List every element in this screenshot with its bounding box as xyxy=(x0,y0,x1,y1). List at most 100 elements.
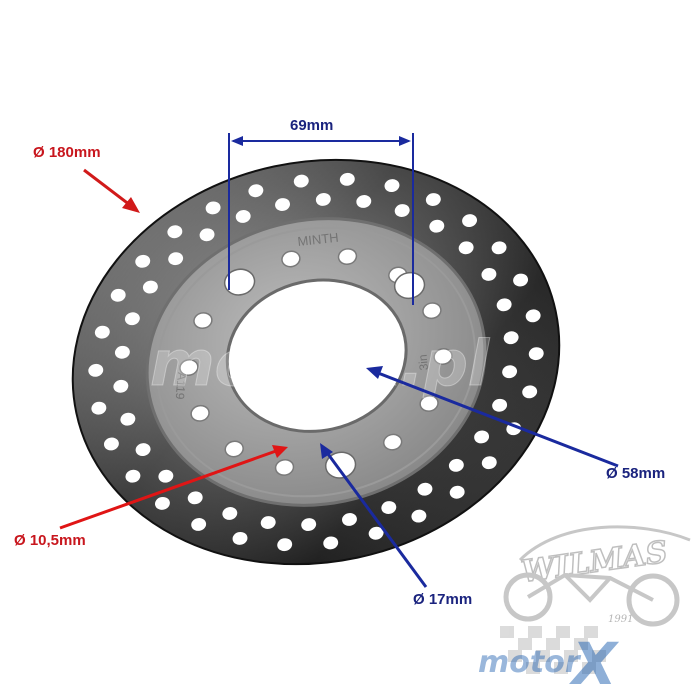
rotor-hole xyxy=(91,401,107,415)
rotor-hole xyxy=(142,280,158,294)
disc-part-right-marking: 3in xyxy=(416,354,431,371)
rotor-hole xyxy=(491,241,507,255)
rotor-hole xyxy=(235,210,251,223)
brake-disc xyxy=(71,158,561,566)
rotor-hole xyxy=(356,195,372,208)
checker-square xyxy=(546,638,560,650)
disc-part-left-marking: A119 xyxy=(173,372,189,401)
rotor-hole xyxy=(394,204,410,217)
rotor-hole xyxy=(248,184,264,198)
rotor-hole xyxy=(232,531,248,545)
checker-square xyxy=(528,626,542,638)
checker-square xyxy=(582,662,596,674)
rotor-hole xyxy=(323,536,339,550)
rotor-hole xyxy=(120,412,136,426)
bolt-spacing-label: 69mm xyxy=(290,117,333,134)
rotor-hole xyxy=(492,398,508,412)
rotor-hole xyxy=(458,241,474,255)
rotor-holes xyxy=(88,172,544,552)
rotor-hole xyxy=(205,201,221,215)
hub-holes xyxy=(179,248,453,479)
rotor-hole xyxy=(513,273,529,287)
rotor-hole xyxy=(411,509,427,523)
rotor-hole xyxy=(191,518,207,531)
rotor-hole xyxy=(168,252,184,266)
disc-brand-marking: MINTH xyxy=(297,230,340,249)
small-hole-label: Ø 10,5mm xyxy=(14,532,86,549)
rotor-hole xyxy=(448,458,464,472)
checker-square xyxy=(574,638,588,650)
logo-swoosh xyxy=(518,525,691,562)
rotor-hole xyxy=(135,254,151,268)
logo-wheel-right xyxy=(626,573,680,627)
hub-hole xyxy=(337,248,358,266)
hub-hole xyxy=(419,394,439,412)
center-bore-label: Ø 58mm xyxy=(606,465,665,482)
motorx-logo: motor X xyxy=(478,626,620,698)
rotor-hole xyxy=(522,385,538,399)
rotor-hole xyxy=(103,437,119,451)
center-bore-arrow xyxy=(366,366,619,468)
small-hole-arrow xyxy=(59,445,288,530)
rotor-hole xyxy=(277,538,293,552)
checker-square xyxy=(554,662,568,674)
checker-square xyxy=(508,650,522,662)
checker-square xyxy=(564,650,578,662)
rotor-edge xyxy=(71,158,561,566)
checker-square xyxy=(592,650,606,662)
watermark-center-text: motorx.pl xyxy=(150,327,490,400)
logo-motor: motor xyxy=(478,645,582,680)
rotor-hole xyxy=(502,365,518,379)
rotor-hole xyxy=(496,298,512,312)
dimension-arrow-right xyxy=(399,136,411,146)
rotor-hole xyxy=(158,469,174,483)
wilmas-logo: WILMAS 1991 xyxy=(503,525,691,627)
bolt-spacing-dimension xyxy=(228,133,414,305)
logo-x: X xyxy=(569,630,620,698)
rotor-hole xyxy=(154,496,170,510)
rotor-hole xyxy=(260,516,276,529)
rotor-hole xyxy=(94,325,110,339)
hub-hole xyxy=(274,458,295,476)
checker-square xyxy=(536,650,550,662)
hub-inner-ring xyxy=(156,226,476,498)
rotor-hole xyxy=(88,363,104,377)
hub-hole xyxy=(179,359,199,376)
center-bore xyxy=(225,278,408,433)
rotor-hole xyxy=(110,288,126,302)
logo-year: 1991 xyxy=(608,614,633,625)
hub-hole xyxy=(281,250,301,268)
rotor-hole xyxy=(384,179,400,193)
mount-hole xyxy=(223,268,256,296)
checker-square xyxy=(584,626,598,638)
rotor-hole xyxy=(275,198,290,211)
rotor-hole xyxy=(187,491,203,505)
rotor-hole xyxy=(368,526,384,540)
rotor-hole xyxy=(293,174,309,188)
checker-square xyxy=(500,626,514,638)
rotor-hole xyxy=(113,379,129,393)
hub-hole xyxy=(224,440,244,458)
rotor-hole xyxy=(425,193,441,206)
hub-hole xyxy=(433,348,453,365)
rotor-hole xyxy=(449,485,465,499)
outer-diameter-label: Ø 180mm xyxy=(33,144,101,161)
rotor-hole xyxy=(342,513,357,526)
outer-diameter-arrow xyxy=(83,168,140,213)
hub-hole xyxy=(382,433,403,451)
rotor-hole xyxy=(125,469,141,483)
hub-hole xyxy=(422,302,442,320)
hub-hole xyxy=(193,312,213,330)
rotor-hole xyxy=(135,443,151,457)
rotor-hole xyxy=(222,507,238,520)
mount-hole-label: Ø 17mm xyxy=(413,591,472,608)
logo-wheel-left xyxy=(503,572,553,622)
rotor-hole xyxy=(528,347,544,361)
dimension-arrow-left xyxy=(231,136,243,146)
checkered-flag xyxy=(500,626,606,674)
rotor-hole xyxy=(315,193,331,206)
rotor-hole xyxy=(301,518,317,531)
hub-hole xyxy=(190,404,210,422)
rotor-hole xyxy=(114,345,130,359)
logo-bike-frame xyxy=(526,572,654,603)
